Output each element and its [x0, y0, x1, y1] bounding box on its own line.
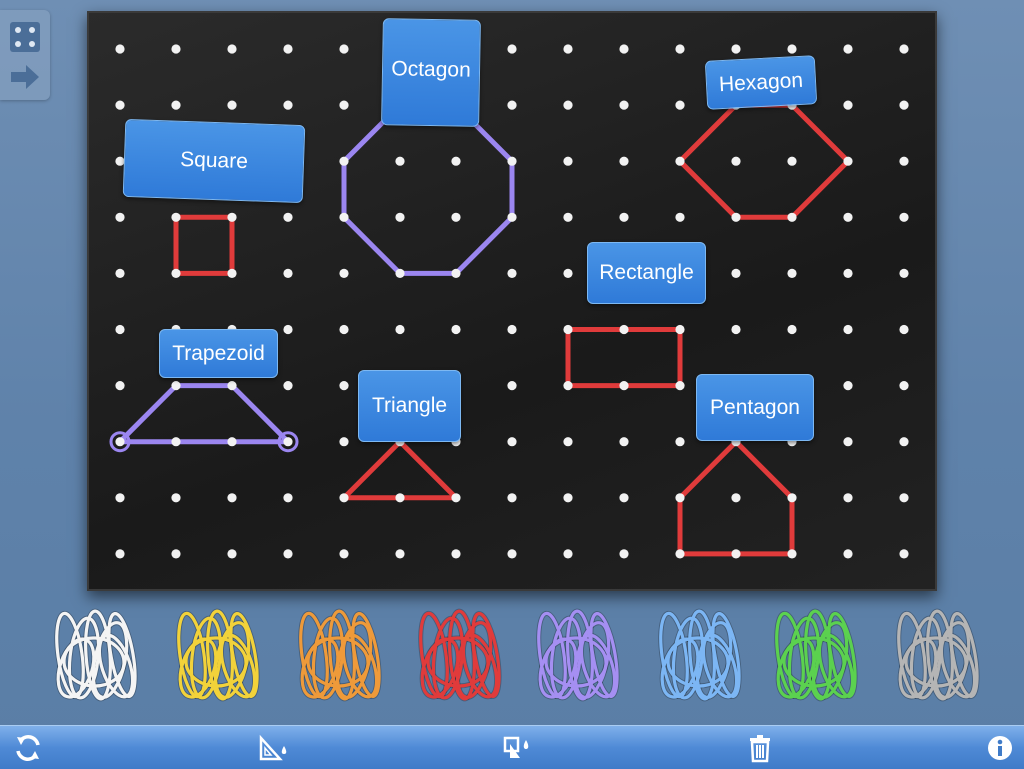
bottom-toolbar [0, 725, 1024, 769]
peg-grid-icon[interactable] [8, 20, 42, 54]
refresh-icon[interactable] [12, 732, 44, 764]
label-square[interactable]: Square [122, 118, 306, 204]
side-panel [0, 10, 50, 100]
label-rectangle[interactable]: Rectangle [587, 242, 706, 304]
green-bands[interactable] [766, 600, 866, 720]
label-triangle[interactable]: Triangle [358, 370, 461, 442]
shape-fill-icon[interactable] [502, 732, 534, 764]
measure-fill-icon[interactable] [258, 732, 290, 764]
gray-bands[interactable] [888, 600, 988, 720]
rubber-band-tray [0, 600, 1024, 725]
arrow-right-icon[interactable] [8, 60, 42, 94]
purple-bands[interactable] [528, 600, 628, 720]
label-pentagon[interactable]: Pentagon [696, 374, 814, 441]
white-bands[interactable] [46, 600, 146, 720]
red-bands[interactable] [410, 600, 510, 720]
blue-bands[interactable] [650, 600, 750, 720]
label-octagon[interactable]: Octagon [381, 18, 481, 127]
yellow-bands[interactable] [168, 600, 268, 720]
trash-icon[interactable] [744, 732, 776, 764]
info-icon[interactable] [984, 732, 1016, 764]
label-hexagon[interactable]: Hexagon [704, 55, 818, 110]
label-trapezoid[interactable]: Trapezoid [159, 329, 278, 378]
orange-bands[interactable] [290, 600, 390, 720]
